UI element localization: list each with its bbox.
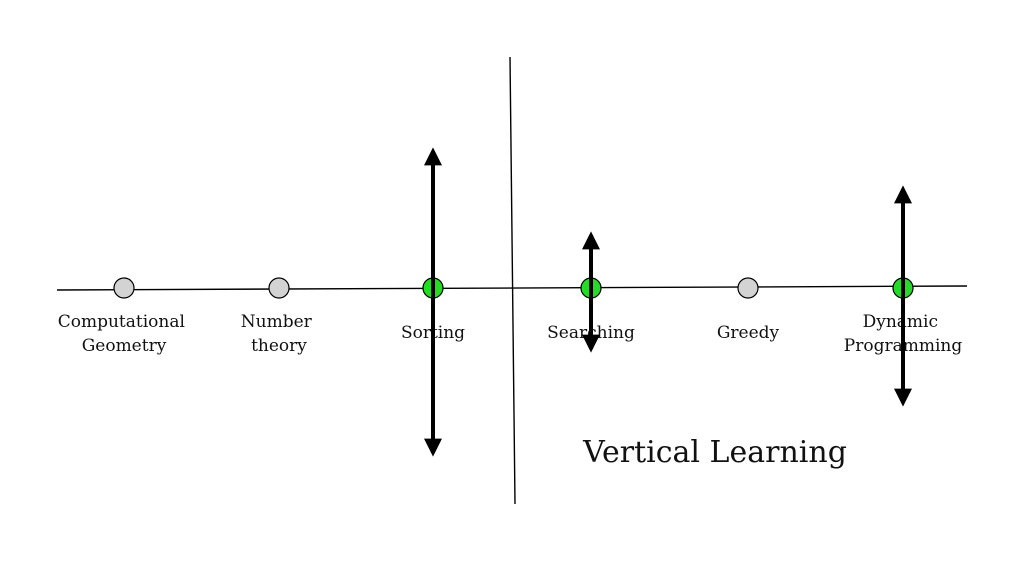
vertical-learning-caption: Vertical Learning xyxy=(582,435,847,470)
label-number-theory: Number theory xyxy=(241,312,317,356)
label-dynamic-programming-line-1: Dynamic xyxy=(863,312,938,332)
label-greedy: Greedy xyxy=(717,323,780,343)
label-computational-geometry-line-1: Computational xyxy=(58,312,185,332)
node-greedy xyxy=(737,277,759,299)
label-number-theory-line-2: theory xyxy=(251,336,307,356)
divider-line xyxy=(509,56,516,505)
node-computational-geometry xyxy=(113,277,135,299)
label-number-theory-line-1: Number xyxy=(241,312,313,332)
node-number-theory xyxy=(268,277,290,299)
label-computational-geometry-line-2: Geometry xyxy=(82,336,167,356)
label-computational-geometry: Computational Geometry xyxy=(58,312,191,356)
